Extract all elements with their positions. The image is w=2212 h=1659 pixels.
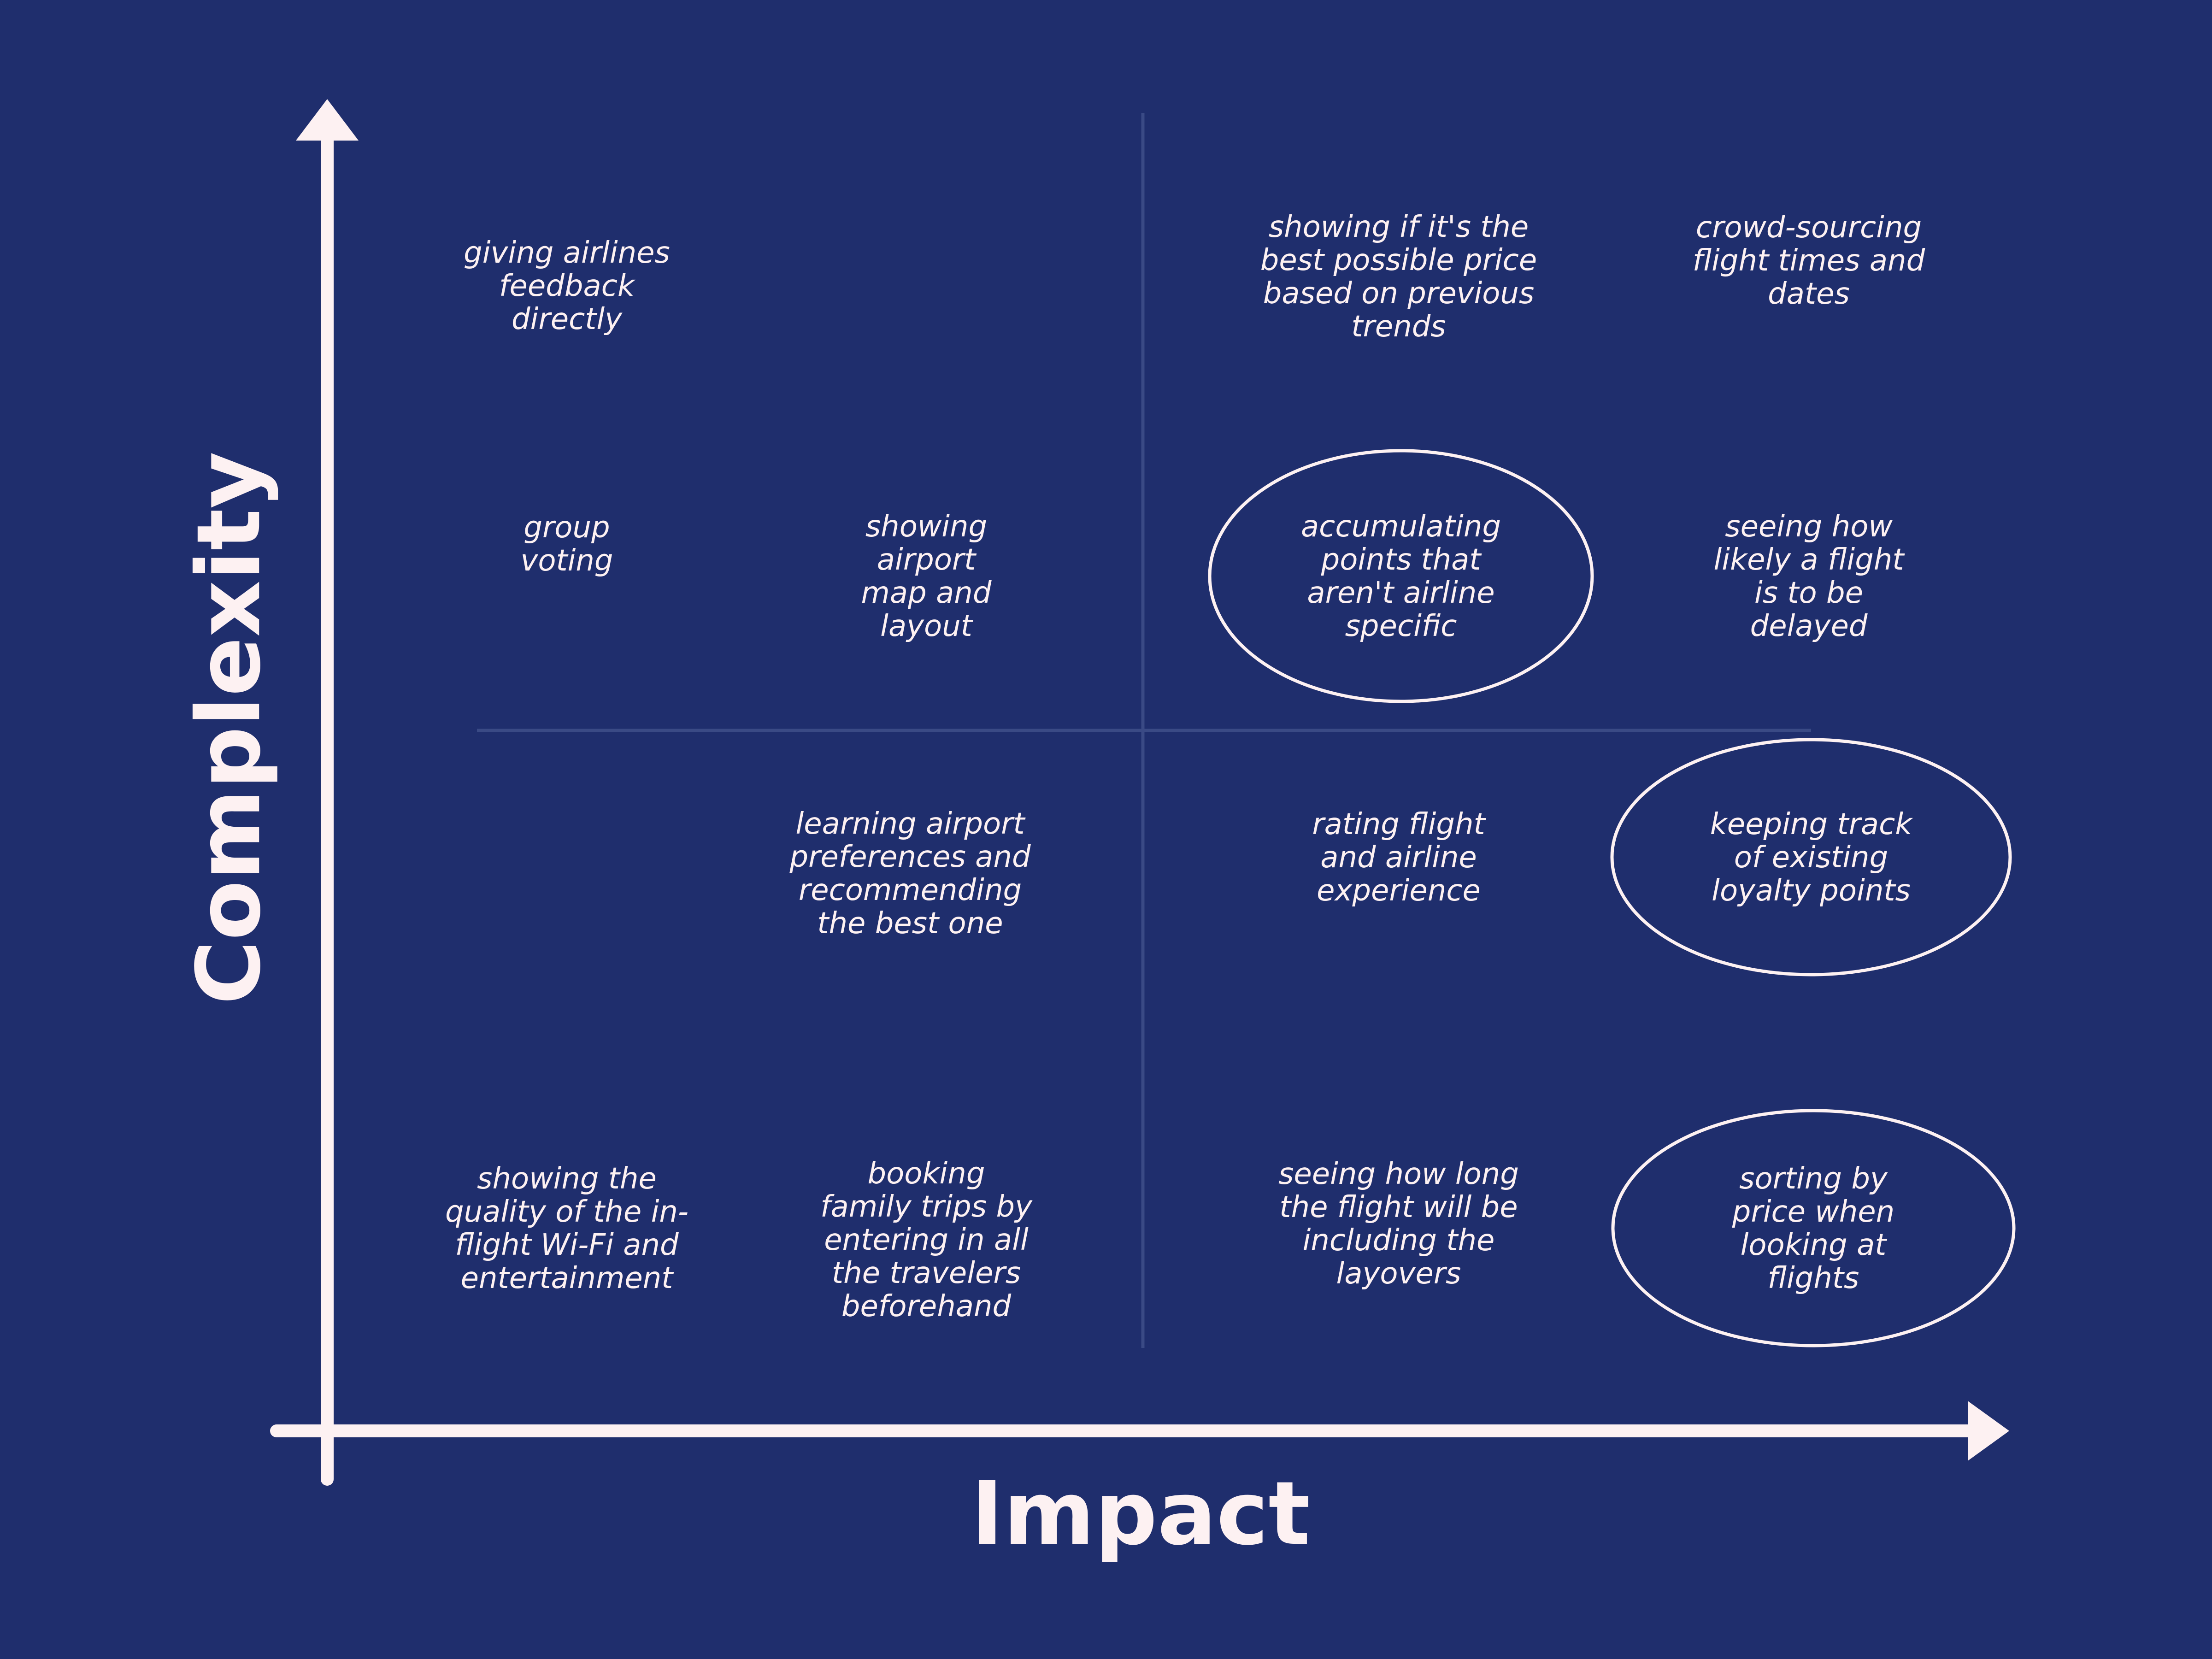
idea-label-line: beforehand: [841, 1289, 1012, 1324]
x-axis-title: Impact: [971, 1463, 1310, 1565]
idea-label-line: booking: [868, 1157, 985, 1191]
idea-label-line: learning airport: [795, 807, 1026, 841]
idea-label-line: including the: [1303, 1224, 1495, 1258]
idea-label-line: flight times and: [1693, 244, 1925, 278]
idea-label-line: seeing how: [1725, 510, 1893, 544]
highlight-ellipse: [1208, 449, 1594, 703]
idea-label-line: directly: [512, 302, 623, 336]
idea-label-line: of existing: [1734, 841, 1888, 875]
idea-label-line: aren't airline: [1307, 576, 1494, 610]
idea-label-line: entertainment: [461, 1261, 675, 1295]
idea-label-line: best possible price: [1260, 243, 1537, 277]
idea-label-line: accumulating: [1301, 510, 1501, 544]
idea-label-line: layout: [880, 609, 974, 643]
idea-label-line: points that: [1321, 543, 1483, 577]
idea-label-line: delayed: [1750, 609, 1868, 643]
idea-label-line: the flight will be: [1279, 1190, 1518, 1224]
idea-label-line: recommending: [799, 873, 1022, 907]
idea-label-line: the best one: [817, 906, 1003, 941]
idea-label-line: based on previous: [1263, 276, 1535, 311]
idea-label-line: showing if it's the: [1269, 210, 1529, 244]
idea-label-line: feedback: [499, 269, 636, 303]
idea-label-line: likely a flight: [1714, 543, 1906, 577]
idea-label-line: group: [524, 511, 610, 545]
idea-label-line: sorting by: [1739, 1162, 1888, 1196]
idea-label-line: voting: [520, 544, 613, 578]
idea-label-line: showing the: [477, 1162, 657, 1196]
idea-label-line: seeing how long: [1278, 1157, 1519, 1191]
idea-label-line: family trips by: [820, 1190, 1033, 1224]
idea-label-line: layovers: [1336, 1257, 1461, 1291]
x-axis-arrow-icon: [1968, 1401, 2009, 1461]
idea-label-line: quality of the in-: [445, 1195, 688, 1229]
idea-label-line: dates: [1768, 277, 1850, 311]
highlight-ellipse: [1610, 738, 2012, 977]
idea-label-line: and airline: [1320, 841, 1477, 875]
idea-label-line: airport: [877, 543, 977, 577]
idea-label-line: experience: [1317, 874, 1481, 908]
idea-label-line: loyalty points: [1712, 874, 1911, 908]
idea-label-line: specific: [1345, 609, 1457, 643]
highlight-ellipse: [1611, 1109, 2016, 1347]
y-axis-arrow-icon: [296, 99, 359, 141]
idea-label-line: preferences and: [789, 840, 1031, 874]
idea-label-line: flight Wi-Fi and: [455, 1228, 679, 1262]
y-axis-title: Complexity: [178, 452, 280, 1005]
idea-label-line: crowd-sourcing: [1696, 211, 1922, 245]
idea-label-line: map and: [861, 576, 992, 610]
idea-label-line: flights: [1768, 1261, 1859, 1295]
idea-label-line: entering in all: [824, 1223, 1029, 1257]
idea-label-line: keeping track: [1710, 807, 1914, 841]
idea-label-line: price when: [1732, 1195, 1894, 1229]
idea-label-line: is to be: [1754, 576, 1863, 610]
idea-label-line: looking at: [1741, 1228, 1888, 1262]
idea-label-line: showing: [865, 510, 987, 544]
idea-label-line: giving airlines: [464, 236, 670, 270]
idea-label-line: rating flight: [1312, 807, 1486, 841]
idea-label-line: trends: [1351, 310, 1446, 344]
idea-label-line: the travelers: [832, 1256, 1021, 1290]
